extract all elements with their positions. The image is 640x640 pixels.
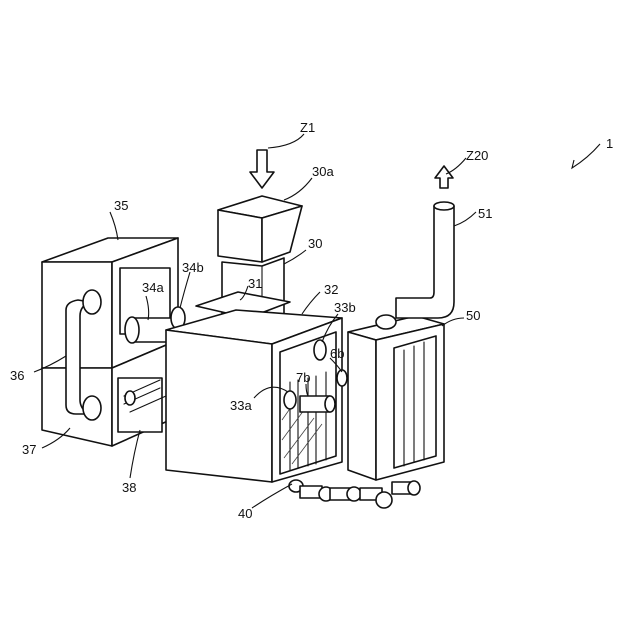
label-51: 51 [478,206,492,221]
label-50: 50 [466,308,480,323]
unit-50 [348,166,454,480]
unit-35-37 [42,238,185,446]
housing-32-front [166,330,272,482]
hopper-30 [196,150,302,332]
leader-1 [572,144,600,168]
label-30: 30 [308,236,322,251]
pipe-34a-flange [125,317,139,343]
port-33b [314,340,326,360]
hopper-30a-front [218,210,262,262]
chimney-51-flange [376,315,396,329]
pipe-7b-end [325,396,335,412]
label-32: 32 [324,282,338,297]
label-33a: 33a [230,398,252,413]
label-40: 40 [238,506,252,521]
label-38: 38 [122,480,136,495]
label-34a: 34a [142,280,164,295]
label-31: 31 [248,276,262,291]
label-7b: 7b [296,370,310,385]
label-z20: Z20 [466,148,488,163]
label-z1: Z1 [300,120,315,135]
bottom-header-pipes [289,480,420,508]
chimney-51-mouth [434,202,454,210]
arrow-z1-icon [250,150,274,188]
label-33b: 33b [334,300,356,315]
unit-50-window [394,336,436,468]
unit-50-front [348,332,376,480]
pipe-36-bottom-flange [83,396,101,420]
chimney-51 [396,206,454,318]
pipe-36-top-flange [83,290,101,314]
pipe-6b-end [337,370,347,386]
label-35: 35 [114,198,128,213]
port-33a [284,391,296,409]
label-36: 36 [10,368,24,383]
label-30a: 30a [312,164,334,179]
box-37-window [118,378,162,432]
label-6b: 6b [330,346,344,361]
box-37-pipe-end [125,391,135,405]
label-37: 37 [22,442,36,457]
arrow-z20-icon [435,166,453,188]
label-1: 1 [606,136,613,151]
label-34b: 34b [182,260,204,275]
